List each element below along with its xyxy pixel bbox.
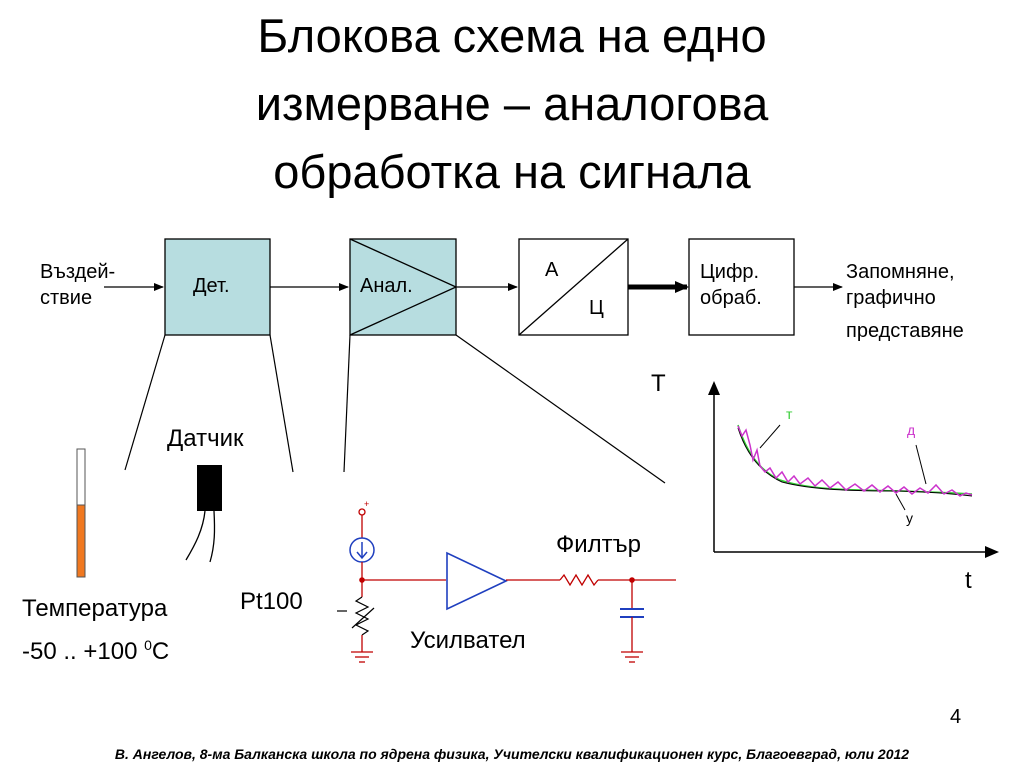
adc-diagonal bbox=[518, 238, 629, 336]
amplifier-circuit: + bbox=[337, 499, 676, 663]
detector-label: Дет. bbox=[193, 275, 230, 297]
analog-label: Анал. bbox=[360, 275, 413, 297]
output-label-line-1: Запомняне, bbox=[846, 261, 955, 283]
temperature-unit: C bbox=[151, 638, 170, 665]
temperature-label: Температура bbox=[22, 595, 168, 622]
sensor-wire-right bbox=[209, 510, 216, 563]
slide-title: Блокова схема на едно измерване – аналог… bbox=[0, 2, 1024, 206]
ground-icon-2 bbox=[621, 651, 643, 663]
zoom-line-detector-left bbox=[124, 334, 166, 471]
detector-block bbox=[164, 238, 271, 336]
pointer-sensor bbox=[915, 444, 927, 485]
zoom-line-analog-right bbox=[455, 334, 666, 484]
input-label-line-2: ствие bbox=[40, 287, 93, 309]
digital-label-line-1: Цифр. bbox=[700, 261, 760, 283]
svg-text:+: + bbox=[364, 499, 369, 509]
curve-smoothed-label: у bbox=[906, 510, 913, 526]
adc-label-top: А bbox=[545, 259, 559, 281]
graph-y-axis-label: T bbox=[651, 370, 666, 397]
amplifier-triangle-icon bbox=[446, 551, 508, 611]
thermometer-fill bbox=[76, 504, 86, 578]
temperature-range: -50 .. +100 0C bbox=[22, 630, 169, 667]
output-label-line-2: графично bbox=[846, 287, 936, 309]
title-line-1: Блокова схема на едно bbox=[257, 9, 767, 62]
filter-label: Филтър bbox=[556, 531, 641, 558]
footer-citation: В. Ангелов, 8-ма Балканска школа по ядре… bbox=[114, 746, 910, 762]
pointer-true bbox=[759, 424, 781, 449]
sensor-wire-left bbox=[185, 510, 206, 561]
sensor-body bbox=[197, 465, 222, 511]
pt100-label: Pt100 bbox=[240, 588, 303, 615]
amplifier-label: Усилвател bbox=[410, 627, 526, 654]
digital-block bbox=[688, 238, 795, 336]
title-line-3: обработка на сигнала bbox=[273, 145, 751, 198]
pt100-resistor-icon bbox=[354, 596, 370, 636]
zoom-line-analog-left bbox=[343, 334, 351, 473]
sensor-label: Датчик bbox=[167, 425, 244, 452]
zoom-line-detector-right bbox=[269, 334, 294, 473]
pointer-smoothed bbox=[895, 493, 906, 511]
analog-triangle-mark bbox=[349, 238, 458, 336]
curve-sensor-label: д bbox=[907, 422, 916, 438]
page-number: 4 bbox=[950, 706, 962, 728]
input-label-line-1: Въздей- bbox=[40, 261, 116, 283]
curve-sensor bbox=[737, 425, 973, 497]
curve-smoothed bbox=[737, 427, 973, 497]
response-graph bbox=[708, 381, 999, 558]
temperature-degree: 0 bbox=[144, 637, 152, 653]
title-line-2: измерване – аналогова bbox=[255, 77, 769, 130]
graph-x-axis-label: t bbox=[965, 567, 972, 594]
curve-true-label: т bbox=[786, 406, 793, 422]
digital-label-line-2: обраб. bbox=[700, 287, 762, 309]
output-label-line-3: представяне bbox=[846, 320, 964, 342]
ground-icon-1 bbox=[351, 651, 373, 663]
temperature-range-value: -50 .. +100 bbox=[22, 638, 145, 665]
filter-resistor-icon bbox=[559, 573, 599, 587]
adc-label-bottom: Ц bbox=[589, 297, 604, 319]
